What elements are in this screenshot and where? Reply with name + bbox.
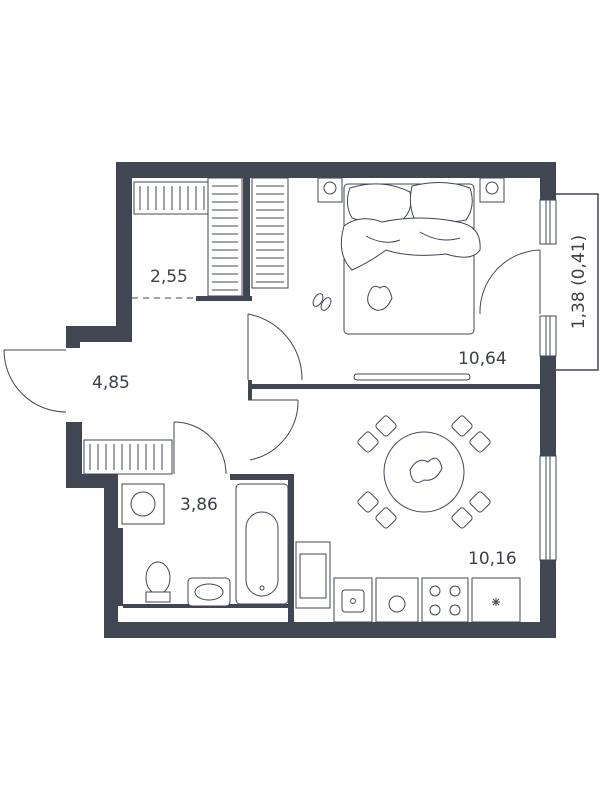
tv-stand [353,373,471,381]
sink [187,577,231,607]
bedroom-area-label: 10,64 [458,349,507,369]
window-kitchen [539,455,557,561]
washing-machine [121,483,165,525]
bed [340,182,481,335]
kitchen-counter [295,541,521,623]
doors [3,249,541,475]
slippers [312,293,332,311]
outer-walls [66,162,556,638]
balcony-area-label: 1,38 (0,41) [569,235,589,329]
interior-walls [118,178,540,624]
hall-shelf [83,439,173,475]
window-bedroom [539,199,557,357]
dining-set [357,415,491,529]
hall-area-label: 4,85 [92,373,130,393]
wardrobe-area-label: 2,55 [150,267,188,287]
kitchen-area-label: 10,16 [468,549,517,569]
nightstand-left [317,177,343,203]
balcony [556,193,599,371]
nightstand-right [479,177,505,203]
bathtub [235,483,289,605]
bathroom-area-label: 3,86 [180,495,218,515]
toilet [145,561,171,603]
